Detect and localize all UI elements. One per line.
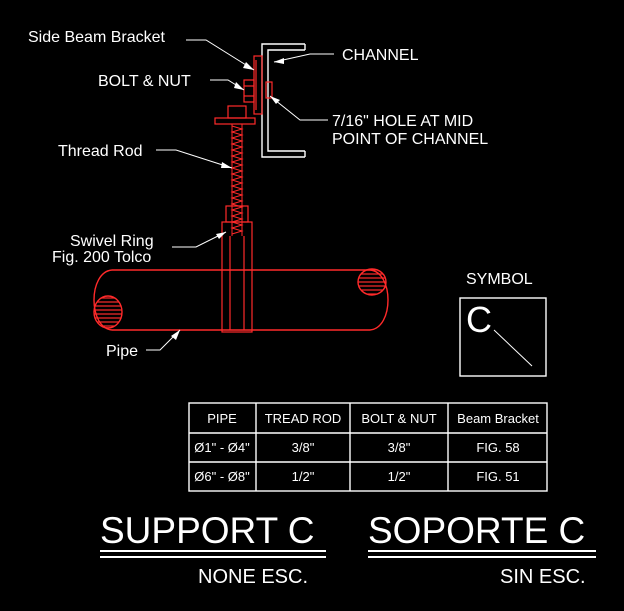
- label-pipe: Pipe: [106, 343, 138, 360]
- table-cell-r2-bolt: 1/2": [388, 469, 411, 484]
- symbol-box: C: [459, 297, 547, 377]
- table-header-tread-rod: TREAD ROD: [265, 411, 342, 426]
- symbol-title: SYMBOL: [466, 271, 533, 288]
- bolt-nut-shape: [243, 79, 255, 103]
- spec-table-text: PIPE TREAD ROD BOLT & NUT Beam Bracket Ø…: [194, 411, 539, 484]
- label-thread-rod: Thread Rod: [58, 143, 143, 160]
- scale-spanish: SIN ESC.: [500, 566, 586, 588]
- label-swivel-ring: Swivel Ring: [70, 233, 154, 250]
- table-header-pipe: PIPE: [207, 411, 237, 426]
- side-beam-bracket-shape: [253, 55, 273, 115]
- label-swivel-ring-fig: Fig. 200 Tolco: [52, 249, 151, 266]
- label-channel: CHANNEL: [342, 47, 419, 64]
- table-cell-r1-bracket: FIG. 58: [476, 440, 519, 455]
- title-spanish-underline: [368, 550, 596, 558]
- table-cell-r1-bolt: 3/8": [388, 440, 411, 455]
- leader-arrows: [171, 58, 284, 340]
- symbol-letter: C: [466, 299, 492, 340]
- title-english-underline: [100, 550, 326, 558]
- table-cell-r2-bracket: FIG. 51: [476, 469, 519, 484]
- table-cell-r1-rod: 3/8": [292, 440, 315, 455]
- spec-table: [188, 402, 548, 492]
- label-hole-line2: POINT OF CHANNEL: [332, 131, 488, 148]
- label-side-beam-bracket: Side Beam Bracket: [28, 29, 166, 46]
- table-header-bolt-nut: BOLT & NUT: [361, 411, 436, 426]
- label-bolt-nut: BOLT & NUT: [98, 73, 191, 90]
- table-cell-r2-pipe: Ø6" - Ø8": [194, 469, 250, 484]
- rod-top-nut: [214, 105, 256, 125]
- thread-rod-shape: [230, 124, 244, 236]
- label-hole-line1: 7/16" HOLE AT MID: [332, 113, 473, 130]
- table-cell-r1-pipe: Ø1" - Ø4": [194, 440, 250, 455]
- title-spanish: SOPORTE C: [368, 510, 585, 551]
- table-header-beam-bracket: Beam Bracket: [457, 411, 539, 426]
- scale-english: NONE ESC.: [198, 566, 308, 588]
- table-cell-r2-rod: 1/2": [292, 469, 315, 484]
- swivel-ring-shape: [221, 205, 253, 333]
- pipe-shape: [93, 268, 389, 331]
- title-english: SUPPORT C: [100, 510, 315, 551]
